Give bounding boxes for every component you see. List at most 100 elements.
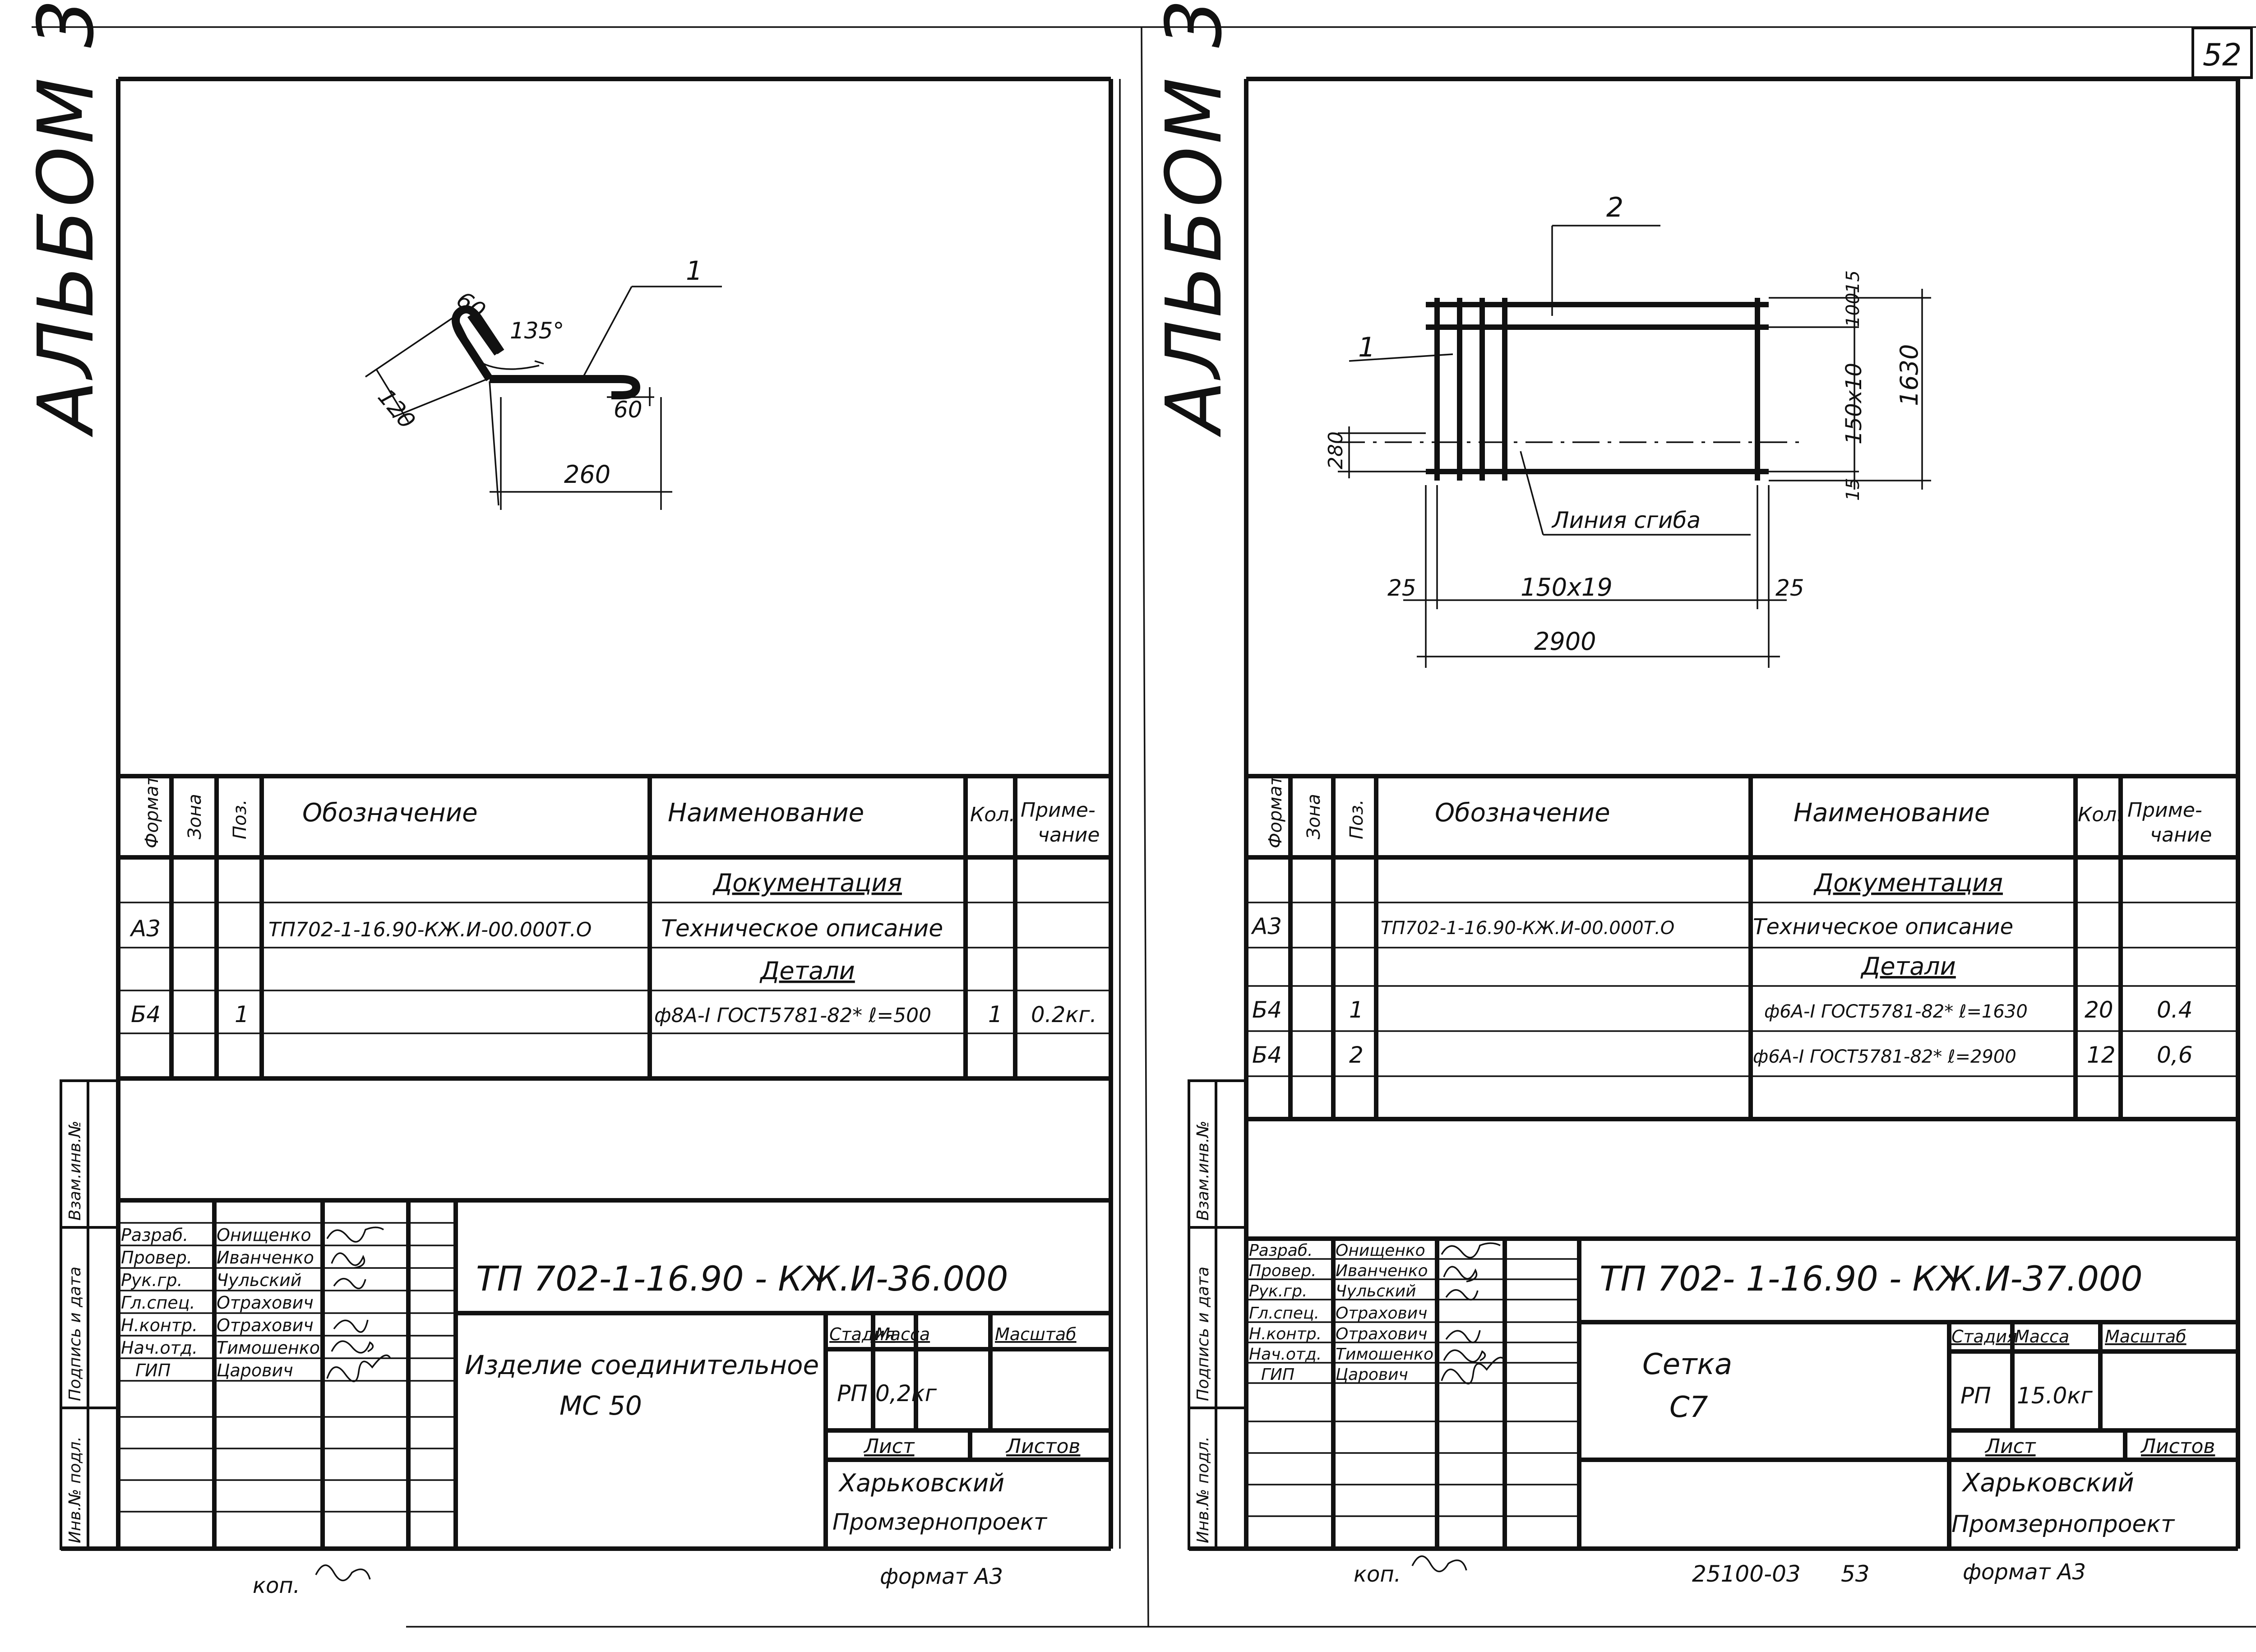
leader-line bbox=[581, 286, 633, 379]
signer-role: Рук.гр. bbox=[1249, 1282, 1307, 1300]
header-pos: Поз. bbox=[1346, 799, 1367, 839]
dim-angle: 135° bbox=[510, 318, 564, 344]
left-sheet: АЛЬБОМ 3 Взам.инв.№ Подпись и дата Инв.№… bbox=[22, 0, 1121, 1598]
spec-row-format: Б4 bbox=[1252, 997, 1282, 1023]
header-note-1: Приме- bbox=[1021, 799, 1096, 822]
spec-row-qty: 12 bbox=[2087, 1042, 2116, 1068]
header-note-2: чание bbox=[2150, 824, 2212, 847]
doc-code: ТП 702- 1-16.90 - КЖ.И-37.000 bbox=[1600, 1259, 2143, 1299]
sheets-label: Листов bbox=[1005, 1435, 1080, 1458]
spec-table: Формат Зона Поз. Обозначение Наименовани… bbox=[1246, 774, 2238, 1121]
dim-120: 120 bbox=[373, 384, 421, 434]
signer-role: Н.контр. bbox=[121, 1315, 198, 1335]
signature-mark bbox=[331, 1340, 374, 1354]
spec-row-name: Детали bbox=[759, 957, 855, 985]
signer-name: Отрахович bbox=[217, 1315, 314, 1335]
item-name-1: Изделие соединительное bbox=[465, 1350, 819, 1380]
dim-25-right: 25 bbox=[1775, 575, 1804, 601]
scale-label: Масштаб bbox=[2105, 1327, 2187, 1347]
spec-row-pos: 1 bbox=[1349, 997, 1364, 1023]
mass-label: Масса bbox=[875, 1324, 930, 1344]
sheet-fold-line bbox=[1141, 27, 1149, 1627]
signer-name: Иванченко bbox=[1336, 1262, 1428, 1280]
spec-row-name: Документация bbox=[1813, 869, 2003, 897]
header-format: Формат bbox=[142, 774, 162, 848]
header-designation: Обозначение bbox=[302, 798, 478, 828]
signer-role: Нач.отд. bbox=[121, 1338, 198, 1358]
side-label-inventory: Инв.№ подл. bbox=[1194, 1436, 1212, 1543]
spec-row-format: Б4 bbox=[131, 1001, 161, 1027]
spec-row-pos: 2 bbox=[1349, 1042, 1364, 1068]
spec-row-qty: 20 bbox=[2085, 997, 2113, 1023]
side-label-inventory: Инв.№ подл. bbox=[66, 1436, 84, 1543]
title-block: Разраб. Онищенко Провер. Иванченко Рук.г… bbox=[1246, 1236, 2238, 1549]
sheets-label: Листов bbox=[2140, 1435, 2215, 1458]
signature-mark bbox=[333, 1319, 369, 1333]
signature-mark bbox=[1441, 1242, 1501, 1259]
side-stamp: Взам.инв.№ Подпись и дата Инв.№ подл. bbox=[1188, 1079, 1248, 1550]
leader-position-2: 2 bbox=[1606, 192, 1623, 223]
spec-row-name: ф8А-I ГОСТ5781-82* ℓ=500 bbox=[654, 1004, 931, 1027]
side-label-replace: Взам.инв.№ bbox=[66, 1120, 84, 1221]
signer-name: Онищенко bbox=[217, 1225, 311, 1245]
side-stamp: Взам.инв.№ Подпись и дата Инв.№ подл. bbox=[60, 1079, 120, 1550]
dim-280: 280 bbox=[1324, 431, 1347, 469]
spec-row-name: ф6А-I ГОСТ5781-82* ℓ=2900 bbox=[1753, 1046, 2016, 1067]
org-name-2: Промзернопроект bbox=[832, 1509, 1048, 1535]
signer-name: Чульский bbox=[217, 1270, 301, 1290]
copy-signature bbox=[1411, 1555, 1467, 1573]
spec-row-format: Б4 bbox=[1252, 1042, 1282, 1068]
dim-15-top: 15 bbox=[1843, 270, 1863, 293]
signature-mark bbox=[1441, 1356, 1506, 1385]
sheet-label: Лист bbox=[863, 1435, 915, 1458]
mesh-drawing: 2 1 100 15 150х10 1630 15 280 Линия сгиб… bbox=[1324, 192, 1931, 668]
item-name-1: Сетка bbox=[1642, 1348, 1732, 1381]
spec-row-name: ф6А-I ГОСТ5781-82* ℓ=1630 bbox=[1764, 1001, 2028, 1022]
spec-row-format: А3 bbox=[129, 916, 161, 942]
header-designation: Обозначение bbox=[1435, 798, 1610, 828]
signer-name: Отрахович bbox=[1336, 1325, 1427, 1343]
bend-line-label: Линия сгиба bbox=[1551, 507, 1701, 533]
signer-name: Онищенко bbox=[1336, 1241, 1425, 1260]
header-format: Формат bbox=[1265, 774, 1286, 848]
signer-name: Царович bbox=[1336, 1365, 1408, 1384]
signature-mark bbox=[333, 1278, 366, 1290]
signature-mark bbox=[1443, 1349, 1486, 1363]
signer-role: Рук.гр. bbox=[121, 1270, 183, 1290]
header-zone: Зона bbox=[185, 794, 205, 839]
spec-table: Формат Зона Поз. Обозначение Наименовани… bbox=[118, 774, 1111, 1081]
header-note-1: Приме- bbox=[2127, 799, 2202, 822]
signer-role: Разраб. bbox=[1249, 1241, 1313, 1260]
signer-role: ГИП bbox=[1261, 1365, 1294, 1384]
signer-role: ГИП bbox=[135, 1360, 171, 1380]
org-name-2: Промзернопроект bbox=[1951, 1511, 2175, 1538]
signer-role: Провер. bbox=[121, 1248, 192, 1268]
signature-mark bbox=[326, 1226, 384, 1243]
spec-row-note: 0,6 bbox=[2157, 1042, 2193, 1068]
dim-100: 100 bbox=[1843, 293, 1863, 327]
album-label: АЛЬБОМ 3 bbox=[1150, 0, 1239, 438]
signer-name: Тимошенко bbox=[217, 1338, 320, 1358]
stage-label: Стадия bbox=[1951, 1327, 2017, 1347]
signer-name: Чульский bbox=[1336, 1282, 1416, 1300]
signature-mark bbox=[1445, 1289, 1479, 1301]
header-name: Наименование bbox=[1794, 798, 1990, 828]
org-name-1: Харьковский bbox=[1961, 1468, 2134, 1498]
header-note-2: чание bbox=[1038, 824, 1100, 847]
signer-name: Царович bbox=[217, 1360, 293, 1380]
header-pos: Поз. bbox=[230, 799, 250, 839]
doc-code: ТП 702-1-16.90 - КЖ.И-36.000 bbox=[476, 1259, 1008, 1299]
leader-position-1: 1 bbox=[686, 255, 703, 286]
signer-role: Нач.отд. bbox=[1249, 1345, 1322, 1364]
header-qty: Кол. bbox=[970, 803, 1015, 826]
signature-mark bbox=[1443, 1266, 1478, 1282]
spec-row-name: Техническое описание bbox=[1753, 914, 2013, 939]
signer-name: Иванченко bbox=[217, 1248, 314, 1268]
archive-code: 25100-03 bbox=[1692, 1561, 1801, 1587]
signature-mark bbox=[331, 1252, 365, 1269]
format-label: формат А3 bbox=[880, 1564, 1003, 1589]
mass-label: Масса bbox=[2015, 1327, 2069, 1347]
scale-label: Масштаб bbox=[995, 1324, 1077, 1344]
leader-position-1: 1 bbox=[1358, 332, 1375, 363]
